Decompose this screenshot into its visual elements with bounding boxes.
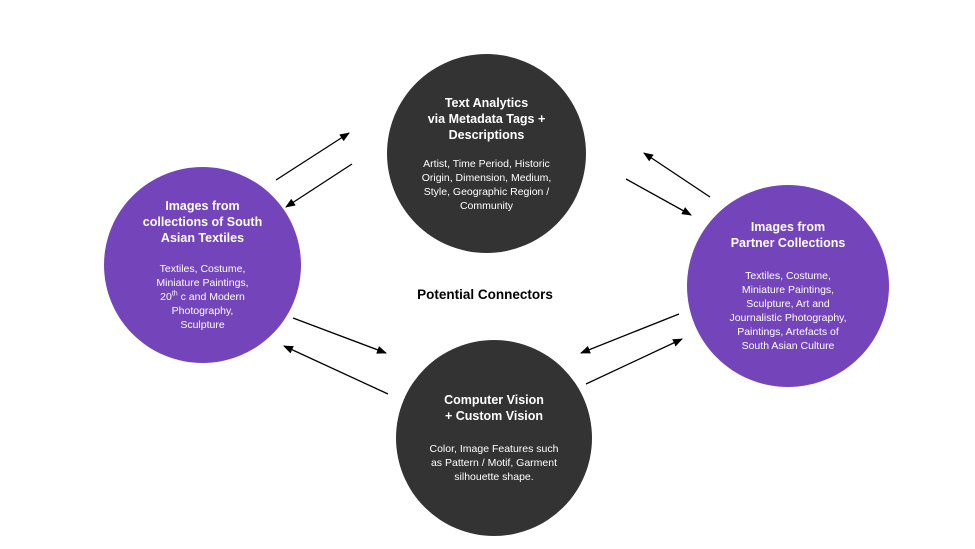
partner-collections-node: Images from Partner Collections Textiles… (687, 185, 889, 387)
south-asian-textiles-description: Textiles, Costume, Miniature Paintings, … (156, 263, 249, 331)
computer-vision-node: Computer Vision + Custom Vision Color, I… (396, 340, 592, 536)
arrow-south-asian-to-text-analytics (275, 132, 350, 181)
potential-connectors-label: Potential Connectors (417, 287, 553, 302)
century-line: 20th c and Modern (160, 290, 245, 304)
arrow-computer-vision-to-partner (585, 338, 683, 385)
south-asian-textiles-node: Images from collections of South Asian T… (104, 167, 301, 363)
arrow-computer-vision-to-south-asian (283, 345, 389, 395)
arrow-partner-to-computer-vision (580, 313, 680, 354)
text-analytics-description: Artist, Time Period, Historic Origin, Di… (421, 157, 552, 212)
partner-collections-description: Textiles, Costume, Miniature Paintings, … (729, 270, 847, 352)
arrow-partner-to-text-analytics (643, 152, 711, 198)
partner-collections-title: Images from Partner Collections (730, 220, 846, 250)
text-analytics-title: Text Analytics via Metadata Tags + Descr… (427, 95, 546, 142)
arrow-text-analytics-to-partner (625, 178, 692, 216)
text-analytics-node: Text Analytics via Metadata Tags + Descr… (387, 54, 586, 253)
arrow-south-asian-to-computer-vision (292, 317, 387, 354)
arrow-text-analytics-to-south-asian (285, 163, 353, 208)
computer-vision-description: Color, Image Features such as Pattern / … (429, 443, 559, 483)
south-asian-textiles-title: Images from collections of South Asian T… (142, 199, 263, 245)
computer-vision-title: Computer Vision + Custom Vision (444, 393, 544, 423)
